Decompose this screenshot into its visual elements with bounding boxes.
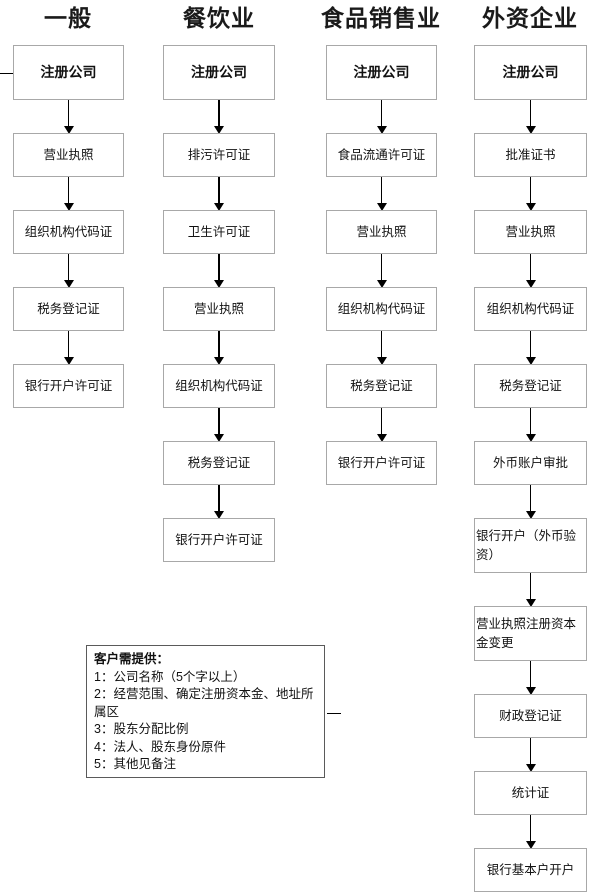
node-foreign-invested-9[interactable]: 统计证 [474,771,587,815]
note-item-1: 1：公司名称（5个字以上） [94,669,246,684]
node-foreign-invested-7[interactable]: 营业执照注册资本金变更 [474,606,587,661]
node-catering-6[interactable]: 银行开户许可证 [163,518,275,562]
entry-connector-stub [0,72,14,74]
arrowhead-food-sales-5 [376,434,387,442]
arrowhead-catering-5 [214,434,224,442]
node-catering-3[interactable]: 营业执照 [163,287,275,331]
note-item-3: 3：股东分配比例 [94,722,189,736]
connector-foreign-invested-10 [529,815,532,842]
note-item-2: 2：经营范围、确定注册资本金、地址所属区 [94,687,314,719]
arrowhead-food-sales-2 [376,203,387,211]
note-item-4: 4：法人、股东身份原件 [94,739,226,754]
arrowhead-foreign-invested-10 [525,841,536,849]
node-foreign-invested-2[interactable]: 营业执照 [474,210,587,254]
connector-general-3 [67,254,70,281]
node-foreign-invested-8[interactable]: 财政登记证 [474,694,587,738]
column-header-foreign-invested: 外资企业 [482,6,578,31]
arrowhead-foreign-invested-1 [525,126,536,134]
arrowhead-foreign-invested-9 [525,764,536,772]
note-side-connector-stub [327,713,341,715]
node-general-2[interactable]: 组织机构代码证 [13,210,124,254]
node-food-sales-2[interactable]: 营业执照 [326,210,437,254]
client-requirements-note: 客户需提供： 1：公司名称（5个字以上） 2：经营范围、确定注册资本金、地址所属区 3… [86,645,325,778]
node-catering-0[interactable]: 注册公司 [163,45,275,100]
arrowhead-catering-1 [214,126,224,134]
connector-food-sales-1 [380,100,383,127]
node-catering-1[interactable]: 排污许可证 [163,133,275,177]
connector-food-sales-3 [380,254,383,281]
connector-food-sales-2 [380,177,383,204]
connector-food-sales-4 [380,331,383,358]
connector-general-4 [67,331,70,358]
node-foreign-invested-6[interactable]: 银行开户（外币验资） [474,518,587,573]
connector-catering-6 [218,485,220,512]
connector-food-sales-5 [380,408,383,435]
column-header-catering: 餐饮业 [183,6,255,31]
arrowhead-catering-3 [214,280,224,288]
arrowhead-foreign-invested-4 [525,357,536,365]
arrowhead-foreign-invested-5 [525,434,536,442]
arrowhead-general-4 [63,357,74,365]
column-header-food-sales: 食品销售业 [321,6,441,31]
arrowhead-general-2 [63,203,74,211]
arrowhead-foreign-invested-3 [525,280,536,288]
connector-catering-3 [218,254,220,281]
arrowhead-foreign-invested-6 [525,511,536,519]
node-foreign-invested-10[interactable]: 银行基本户开户 [474,848,587,892]
node-general-0[interactable]: 注册公司 [13,45,124,100]
node-foreign-invested-1[interactable]: 批准证书 [474,133,587,177]
connector-foreign-invested-1 [529,100,532,127]
connector-foreign-invested-8 [529,661,532,688]
connector-foreign-invested-7 [529,573,532,600]
node-general-3[interactable]: 税务登记证 [13,287,124,331]
node-catering-4[interactable]: 组织机构代码证 [163,364,275,408]
connector-foreign-invested-5 [529,408,532,435]
arrowhead-foreign-invested-7 [525,599,536,607]
connector-foreign-invested-2 [529,177,532,204]
node-foreign-invested-0[interactable]: 注册公司 [474,45,587,100]
node-foreign-invested-5[interactable]: 外币账户审批 [474,441,587,485]
connector-foreign-invested-6 [529,485,532,512]
connector-foreign-invested-3 [529,254,532,281]
node-foreign-invested-3[interactable]: 组织机构代码证 [474,287,587,331]
arrowhead-general-3 [63,280,74,288]
arrowhead-foreign-invested-8 [525,687,536,695]
node-foreign-invested-4[interactable]: 税务登记证 [474,364,587,408]
node-food-sales-5[interactable]: 银行开户许可证 [326,441,437,485]
arrowhead-foreign-invested-2 [525,203,536,211]
node-catering-2[interactable]: 卫生许可证 [163,210,275,254]
arrowhead-food-sales-3 [376,280,387,288]
note-title: 客户需提供： [94,652,170,666]
column-header-general: 一般 [44,6,92,31]
arrowhead-catering-2 [214,203,224,211]
node-general-1[interactable]: 营业执照 [13,133,124,177]
node-food-sales-1[interactable]: 食品流通许可证 [326,133,437,177]
connector-foreign-invested-9 [529,738,532,765]
connector-general-1 [67,100,70,127]
connector-catering-2 [218,177,220,204]
arrowhead-food-sales-4 [376,357,387,365]
node-food-sales-4[interactable]: 税务登记证 [326,364,437,408]
arrowhead-food-sales-1 [376,126,387,134]
connector-catering-4 [218,331,220,358]
node-food-sales-3[interactable]: 组织机构代码证 [326,287,437,331]
connector-foreign-invested-4 [529,331,532,358]
node-catering-5[interactable]: 税务登记证 [163,441,275,485]
arrowhead-general-1 [63,126,74,134]
arrowhead-catering-6 [214,511,224,519]
node-general-4[interactable]: 银行开户许可证 [13,364,124,408]
connector-catering-1 [218,100,220,127]
node-food-sales-0[interactable]: 注册公司 [326,45,437,100]
connector-general-2 [67,177,70,204]
note-item-5: 5：其他见备注 [94,757,176,771]
arrowhead-catering-4 [214,357,224,365]
connector-catering-5 [218,408,220,435]
